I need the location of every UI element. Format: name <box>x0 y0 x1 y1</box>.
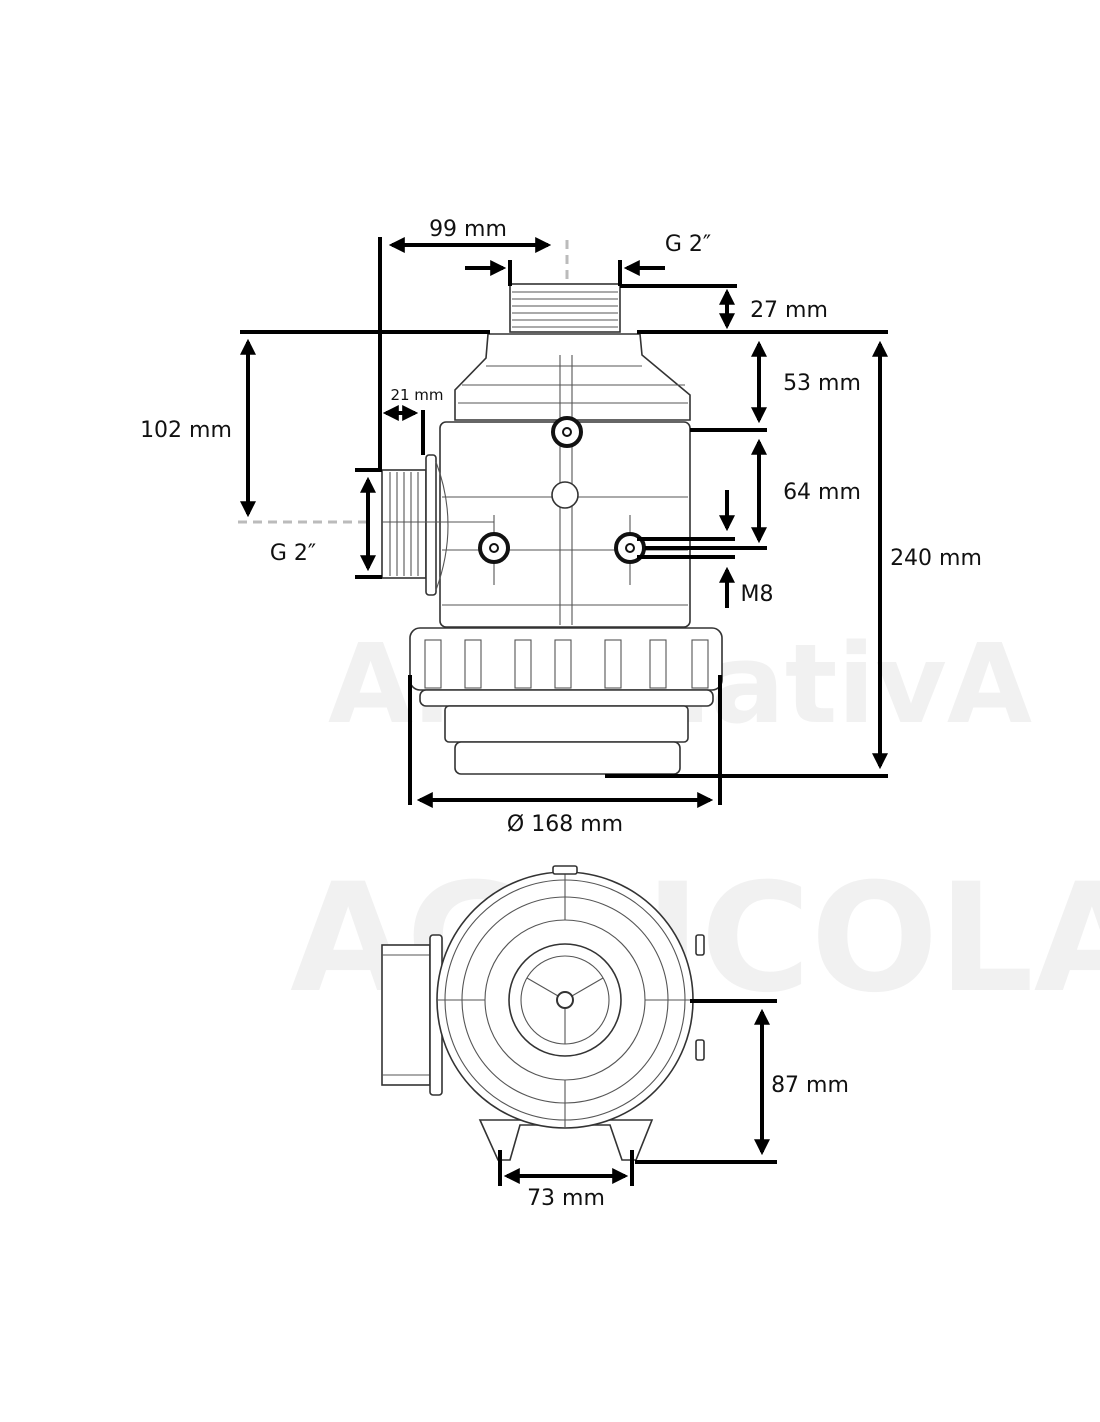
outlet-thread <box>509 283 621 333</box>
label-240mm: 240 mm <box>890 546 982 571</box>
bowl-ring <box>409 627 723 691</box>
label-27mm: 27 mm <box>750 298 828 323</box>
bowl-base <box>444 705 689 743</box>
inlet-thread-bottom <box>381 944 431 1086</box>
bowl-bottom <box>454 741 681 775</box>
label-64mm: 64 mm <box>783 480 861 505</box>
label-21mm: 21 mm <box>390 386 443 404</box>
inlet-flange <box>425 454 437 596</box>
label-73mm: 73 mm <box>527 1186 605 1211</box>
label-53mm: 53 mm <box>783 371 861 396</box>
label-99mm: 99 mm <box>429 217 507 242</box>
side-view-dimensions: 99 mm G 2″ 27 mm 102 mm G 2″ 21 mm 53 mm… <box>140 217 982 837</box>
label-87mm: 87 mm <box>771 1073 849 1098</box>
label-m8: M8 <box>741 582 774 607</box>
filter-bottom-view <box>381 865 705 1161</box>
label-inlet-thread: G 2″ <box>270 541 316 566</box>
filter-side-view <box>381 283 723 775</box>
bottom-view-dimensions: 87 mm 73 mm <box>498 999 849 1211</box>
filter-body <box>439 421 691 628</box>
label-102mm: 102 mm <box>140 418 232 443</box>
mount-nut-top <box>551 416 583 448</box>
label-outlet-thread: G 2″ <box>665 232 711 257</box>
label-168mm: Ø 168 mm <box>507 812 623 837</box>
center-boss <box>551 481 579 509</box>
mount-nut-left <box>478 532 510 564</box>
